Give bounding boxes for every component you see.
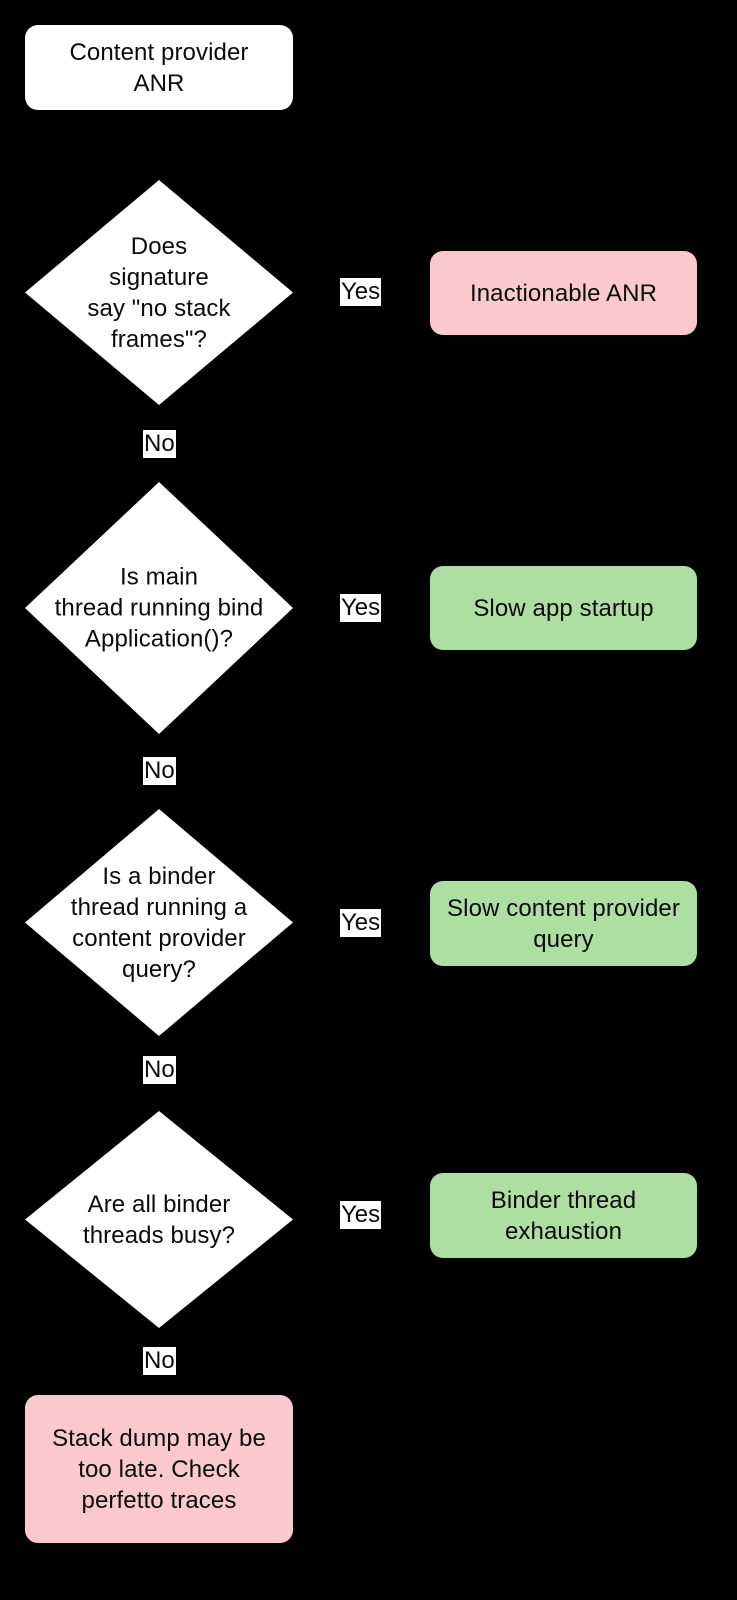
decision-node-binder-thread-content-provider-query[interactable]: Is a binder thread running a content pro… bbox=[25, 809, 293, 1036]
outcome-node-slow-content-provider-query[interactable]: Slow content provider query bbox=[430, 881, 697, 966]
decision-label: Is main thread running bind Application(… bbox=[54, 563, 264, 653]
arrowhead-d3-yes bbox=[421, 916, 430, 930]
decision-node-signature-no-stack-frames[interactable]: Does signature say "no stack frames"? bbox=[25, 180, 293, 405]
edge-label-d3-no: No bbox=[143, 1056, 176, 1084]
arrowhead-d1-yes bbox=[421, 286, 430, 300]
edge-label-d2-yes: Yes bbox=[340, 594, 382, 622]
decision-label: Are all binder threads busy? bbox=[82, 1190, 236, 1249]
diamond-shape bbox=[25, 809, 293, 1036]
diamond-shape bbox=[25, 482, 293, 734]
edge-label-d1-yes: Yes bbox=[340, 278, 382, 306]
decision-node-all-binder-threads-busy[interactable]: Are all binder threads busy? bbox=[25, 1111, 293, 1328]
diamond-shape bbox=[25, 180, 293, 405]
edge-start-to-d1 bbox=[157, 110, 159, 180]
outcome-node-inactionable-anr[interactable]: Inactionable ANR bbox=[430, 251, 697, 335]
edge-label-d1-no: No bbox=[143, 430, 176, 458]
outcome-node-binder-thread-exhaustion[interactable]: Binder thread exhaustion bbox=[430, 1173, 697, 1258]
arrowhead-d4-yes bbox=[421, 1208, 430, 1222]
edge-label-d2-no: No bbox=[143, 757, 176, 785]
arrowhead-d2-no-to-d3 bbox=[151, 805, 165, 814]
diamond-shape bbox=[25, 1111, 293, 1328]
outcome-node-slow-app-startup[interactable]: Slow app startup bbox=[430, 566, 697, 650]
edge-label-d4-no: No bbox=[143, 1347, 176, 1375]
start-node-content-provider-anr[interactable]: Content provider ANR bbox=[25, 25, 293, 110]
arrowhead-d2-yes bbox=[421, 601, 430, 615]
edge-label-d4-yes: Yes bbox=[340, 1201, 382, 1229]
decision-label: Does signature say "no stack frames"? bbox=[87, 232, 231, 353]
decision-node-main-thread-bind-application[interactable]: Is main thread running bind Application(… bbox=[25, 482, 293, 734]
decision-label: Is a binder thread running a content pro… bbox=[70, 862, 248, 983]
edge-label-d3-yes: Yes bbox=[340, 909, 382, 937]
arrowhead-d3-no-to-d4 bbox=[151, 1107, 165, 1116]
arrowhead-d1-no-to-d2 bbox=[151, 478, 165, 487]
final-node-stack-dump-too-late[interactable]: Stack dump may be too late. Check perfet… bbox=[25, 1395, 293, 1543]
